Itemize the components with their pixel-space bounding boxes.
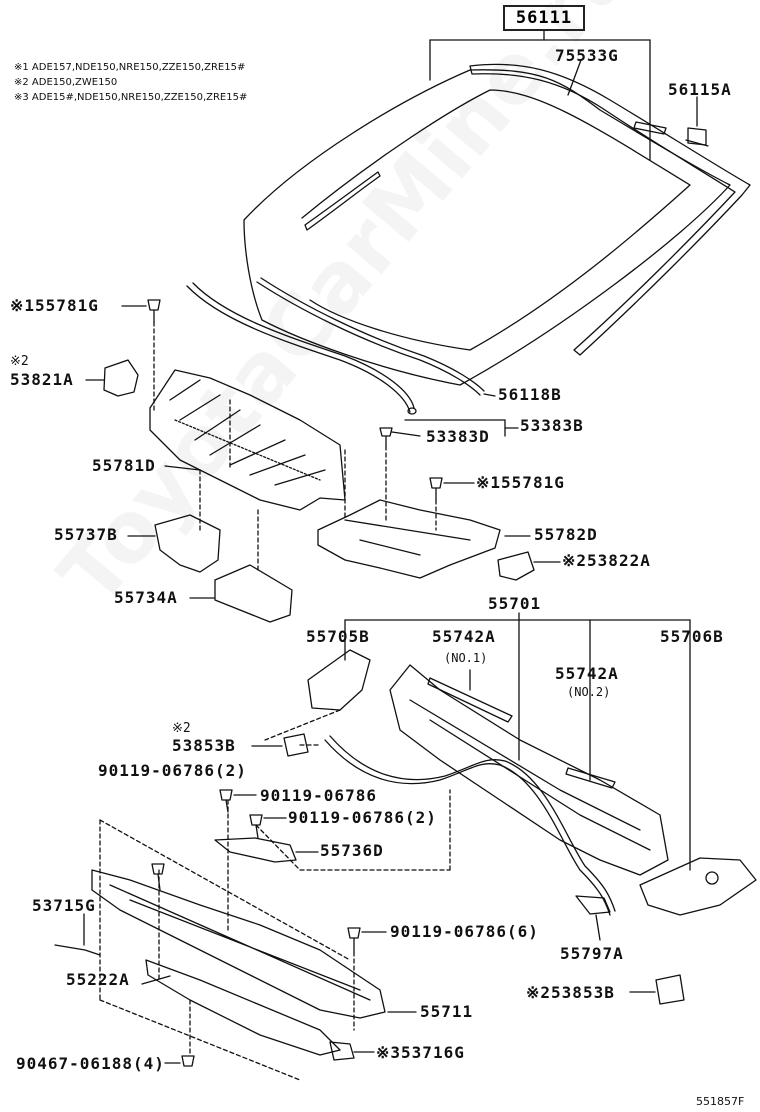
label-55782D[interactable]: 55782D [534,525,598,544]
label-53715G[interactable]: 53715G [32,896,96,915]
clip-53383D [379,419,519,447]
seal-55734A [189,564,293,623]
label-90119-b[interactable]: 90119-06786 [260,786,377,805]
label-55797A[interactable]: 55797A [560,944,624,963]
molding-75533G [469,59,751,356]
clip-53716G [329,1041,375,1061]
label-53853B-note: ※2 [172,721,191,736]
label-55737B[interactable]: 55737B [54,525,118,544]
cowl-panel-55701 [389,664,669,876]
label-55734A[interactable]: 55734A [114,588,178,607]
label-56118B[interactable]: 56118B [498,385,562,404]
leader-lines-upper [153,321,437,571]
leader-lines-middle [158,709,451,981]
bracket-55736D [214,837,319,863]
panel-lower [91,869,417,1056]
clip-55781G-upper [121,299,161,323]
clip-53715G [54,913,101,956]
label-75533G[interactable]: 75533G [555,46,619,65]
title-part-number[interactable]: 56111 [503,5,585,31]
label-53853B-b[interactable]: ※253853B [526,983,615,1002]
label-90119-d[interactable]: 90119-06786(6) [390,922,539,941]
bolts-90119 [151,789,387,1067]
weatherstrip-upper [186,282,417,415]
label-55781G-mid[interactable]: ※155781G [476,473,565,492]
leader-lines-lower [99,819,355,1081]
seal-55737B [127,514,221,573]
bracket-55706B [639,857,757,916]
cowl-louver-55781D [149,369,346,511]
bracket-55701 [344,612,691,871]
weatherstrip-56118B [256,277,496,397]
label-55742A-no2[interactable]: 55742A [555,664,619,683]
label-55781G-top[interactable]: ※155781G [10,296,99,315]
label-53821A-note: ※2 [10,354,29,369]
label-53853B[interactable]: 53853B [172,736,236,755]
label-53822A[interactable]: ※253822A [562,551,651,570]
label-55742A-no1-sub: (NO.1) [444,651,488,665]
label-55736D[interactable]: 55736D [320,841,384,860]
label-90119-a[interactable]: 90119-06786(2) [98,761,247,780]
bracket-53821A [85,359,139,397]
label-53716G[interactable]: ※353716G [376,1043,465,1062]
label-55742A-no2-sub: (NO.2) [567,685,611,699]
label-53383D[interactable]: 53383D [426,427,490,446]
clip-56115A [633,96,709,147]
note-2: ※2 ADE150,ZWE150 [14,77,118,88]
bracket-55705B [307,649,371,711]
label-55781D[interactable]: 55781D [92,456,156,475]
hose-55797A [324,735,616,941]
diagram-number: 551857F [696,1095,745,1108]
note-3: ※3 ADE15#,NDE150,NRE150,ZZE150,ZRE15# [14,92,248,103]
label-90467[interactable]: 90467-06188(4) [16,1054,165,1073]
label-53383B[interactable]: 53383B [520,416,584,435]
panel-55782D [317,499,531,579]
label-55706B[interactable]: 55706B [660,627,724,646]
clip-55781G-mid [429,477,475,501]
label-55742A-no1[interactable]: 55742A [432,627,496,646]
label-55222A[interactable]: 55222A [66,970,130,989]
block-53853B-b [629,974,685,1005]
label-55705B[interactable]: 55705B [306,627,370,646]
label-56115A[interactable]: 56115A [668,80,732,99]
label-55701[interactable]: 55701 [488,594,542,613]
label-90119-c[interactable]: 90119-06786(2) [288,808,437,827]
block-53853B [251,733,309,757]
label-53821A[interactable]: 53821A [10,370,74,389]
label-55711[interactable]: 55711 [420,1002,474,1021]
bracket-53822A [497,551,561,581]
note-1: ※1 ADE157,NDE150,NRE150,ZZE150,ZRE15# [14,62,246,73]
windshield-glass [243,69,731,386]
